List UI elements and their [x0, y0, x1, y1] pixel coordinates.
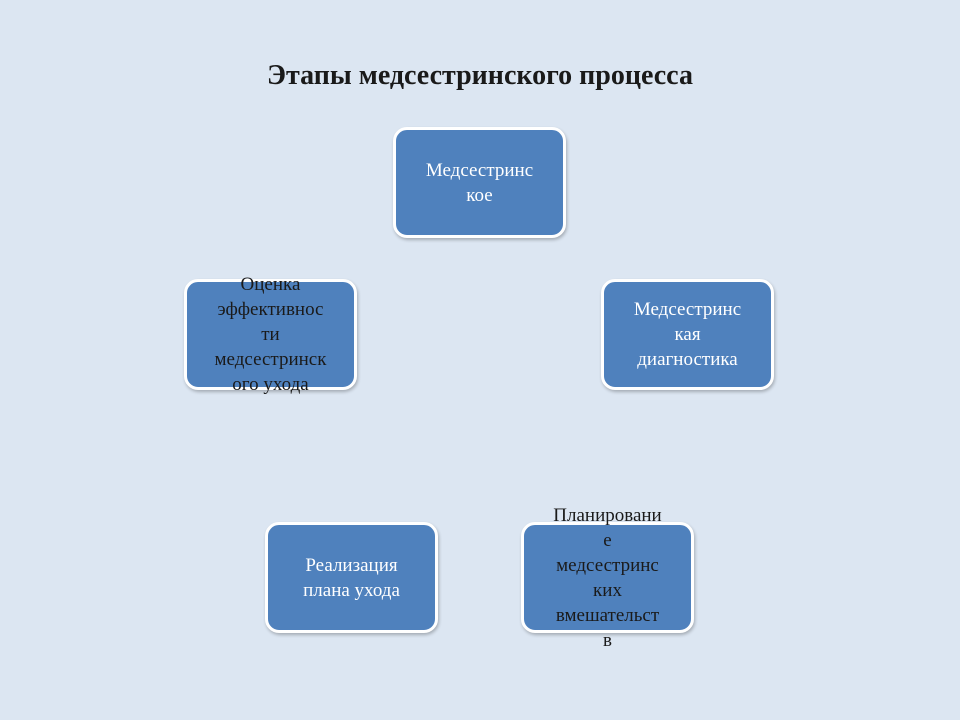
stage-box-evaluation: Оценка эффективнос ти медсестринск ого у…: [184, 274, 357, 395]
stage-label-evaluation: Оценка эффективнос ти медсестринск ого у…: [214, 274, 327, 395]
stage-box-implementation: Реализация плана ухода: [265, 522, 438, 633]
slide-title: Этапы медсестринского процесса: [267, 60, 693, 91]
stage-label-diagnosis: Медсестринс кая диагностика: [633, 299, 742, 370]
stage-box-diagnosis: Медсестринс кая диагностика: [601, 279, 774, 390]
stage-label-planning: Планировани е медсестринс ких вмешательс…: [553, 504, 662, 651]
stage-box-nursing: Медсестринс кое: [393, 127, 566, 238]
stage-box-planning: Планировани е медсестринс ких вмешательс…: [521, 505, 694, 651]
stage-label-implementation: Реализация плана ухода: [303, 554, 400, 601]
stage-label-nursing: Медсестринс кое: [425, 159, 534, 206]
